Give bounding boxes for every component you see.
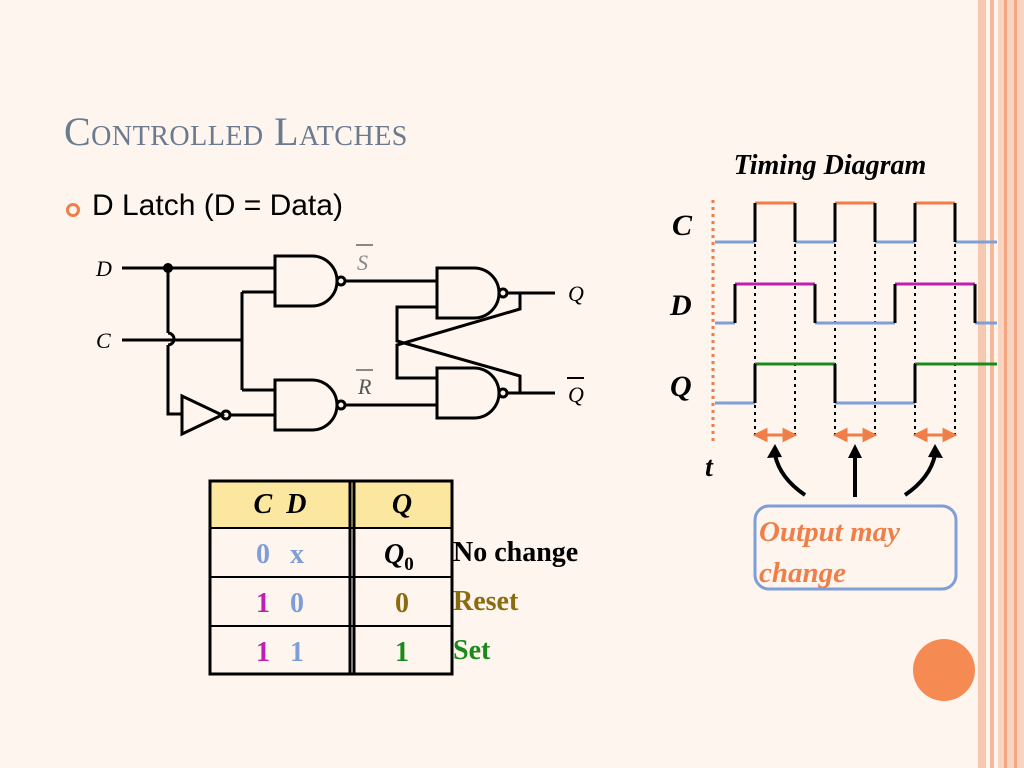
decor-stripe: [1014, 0, 1017, 768]
inverter-gate: [180, 393, 226, 437]
pointer-arrows: [773, 454, 937, 497]
decor-stripe: [978, 0, 986, 768]
table-cell-q: 1: [395, 637, 409, 668]
edge-guides: [754, 244, 956, 440]
nand-gate-q: [435, 266, 501, 320]
time-axis-label: t: [705, 452, 714, 483]
nand-bubble: [497, 387, 509, 399]
timing-diagram: Timing Diagram C D Q t: [669, 150, 997, 591]
table-cell-c: 1: [256, 637, 270, 668]
truth-table: C D Q 0 x Q0 No change 1 0 0 Reset 1 1 1…: [208, 479, 578, 676]
nand-bubble: [335, 275, 347, 287]
pointer-arrowheads: [767, 444, 943, 458]
decor-stripe: [990, 0, 994, 768]
callout-line-1: Output may: [759, 516, 900, 548]
feedback-q-bar: [395, 305, 522, 393]
table-cell-d: 1: [290, 637, 304, 668]
feedback-q: [395, 293, 522, 380]
slide-title: Controlled Latches: [64, 109, 408, 154]
table-cell-c: 0: [256, 539, 270, 570]
timing-title: Timing Diagram: [734, 150, 927, 181]
window-arrows: [752, 427, 958, 443]
nand-gate-r: [273, 378, 339, 432]
timing-label-q: Q: [670, 370, 692, 403]
waveform-d: [715, 282, 997, 325]
wire-to-inverter: [166, 345, 182, 416]
timing-label-c: C: [672, 209, 693, 242]
table-action-set: Set: [453, 635, 491, 666]
label-d: D: [95, 256, 112, 281]
table-cell-q: Q0: [384, 539, 414, 575]
table-action-no-change: No change: [453, 537, 578, 568]
nand-gate-q-bar: [435, 366, 501, 420]
inverter-bubble: [220, 409, 232, 421]
table-cell-d: x: [290, 539, 304, 570]
table-header-bg: [210, 481, 452, 528]
nand-bubble: [335, 399, 347, 411]
decor-stripe: [1004, 0, 1007, 768]
label-r-bar: R: [357, 374, 372, 399]
table-cell-c: 1: [256, 588, 270, 619]
table-header-output: Q: [392, 489, 412, 520]
decor-stripe: [998, 0, 1024, 768]
output-may-change-callout: [753, 504, 958, 591]
table-header-inputs: C D: [254, 489, 307, 520]
nand-gate-s: [273, 254, 339, 308]
decor-circle: [913, 639, 975, 701]
callout-line-2: change: [759, 557, 846, 589]
label-q-bar: Q: [568, 382, 584, 407]
timing-label-d: D: [669, 289, 692, 322]
nand-bubble: [497, 287, 509, 299]
hollow-circle-bullet-icon: [66, 203, 80, 217]
table-action-reset: Reset: [453, 586, 519, 617]
label-s-bar: S: [357, 250, 368, 275]
table-cell-q: 0: [395, 588, 409, 619]
label-c: C: [96, 328, 111, 353]
label-q: Q: [568, 281, 584, 306]
waveform-c: [715, 201, 997, 244]
table-cell-d: 0: [290, 588, 304, 619]
waveform-q: [715, 362, 997, 405]
latch-circuit: [122, 254, 555, 437]
bullet-text: D Latch (D = Data): [92, 189, 343, 222]
